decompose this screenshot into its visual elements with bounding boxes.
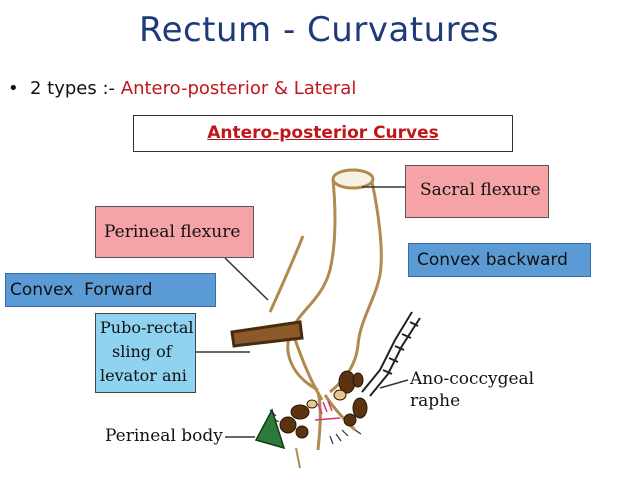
perineal-body-shape xyxy=(254,408,286,450)
leader-lines xyxy=(196,186,409,438)
pubo-rectal-sling xyxy=(230,320,304,348)
nerve-lines xyxy=(314,400,341,421)
pubo-rectal-line-1: Pubo-rectal xyxy=(100,318,194,337)
convex-backward-label: Convex backward xyxy=(408,243,591,277)
convex-backward-text: Convex backward xyxy=(417,250,568,270)
pubo-rectal-label: Pubo-rectal sling of levator ani xyxy=(95,313,196,393)
bullet-prefix: 2 types :- xyxy=(30,78,121,99)
perineal-body-text: Perineal body xyxy=(105,426,223,446)
perineal-curve-line xyxy=(268,235,305,313)
sacral-flexure-label: Sacral flexure xyxy=(405,165,549,218)
bullet-dot: • xyxy=(8,78,19,99)
perineal-flexure-label: Perineal flexure xyxy=(95,206,254,258)
antero-posterior-heading: Antero-posterior Curves xyxy=(207,123,439,143)
ano-coccygeal-line-1: Ano-coccygeal xyxy=(410,369,535,389)
ano-coccygeal-line-2: raphe xyxy=(410,391,461,411)
pubo-rectal-line-2: sling of xyxy=(112,342,172,361)
perineal-flexure-text: Perineal flexure xyxy=(104,222,241,242)
sphincter-pale xyxy=(306,389,347,409)
sphincter-muscles xyxy=(279,370,368,439)
rectum-outline xyxy=(286,179,383,394)
perineal-body-label: Perineal body xyxy=(105,426,223,446)
ano-coccygeal-label: Ano-coccygeal raphe xyxy=(410,368,534,412)
rectum-top-opening xyxy=(331,168,375,190)
antero-posterior-heading-box: Antero-posterior Curves xyxy=(133,115,513,152)
sacral-flexure-text: Sacral flexure xyxy=(420,180,541,200)
bullet-line: • 2 types :- Antero-posterior & Lateral xyxy=(8,78,356,99)
coccyx xyxy=(361,311,421,397)
bullet-highlight: Antero-posterior & Lateral xyxy=(120,78,357,99)
convex-forward-text: Convex Forward xyxy=(10,280,153,300)
slide-title: Rectum - Curvatures xyxy=(138,10,500,50)
convex-forward-label: Convex Forward xyxy=(5,273,216,307)
base-line xyxy=(295,447,301,469)
pubo-rectal-line-3: levator ani xyxy=(100,366,187,385)
